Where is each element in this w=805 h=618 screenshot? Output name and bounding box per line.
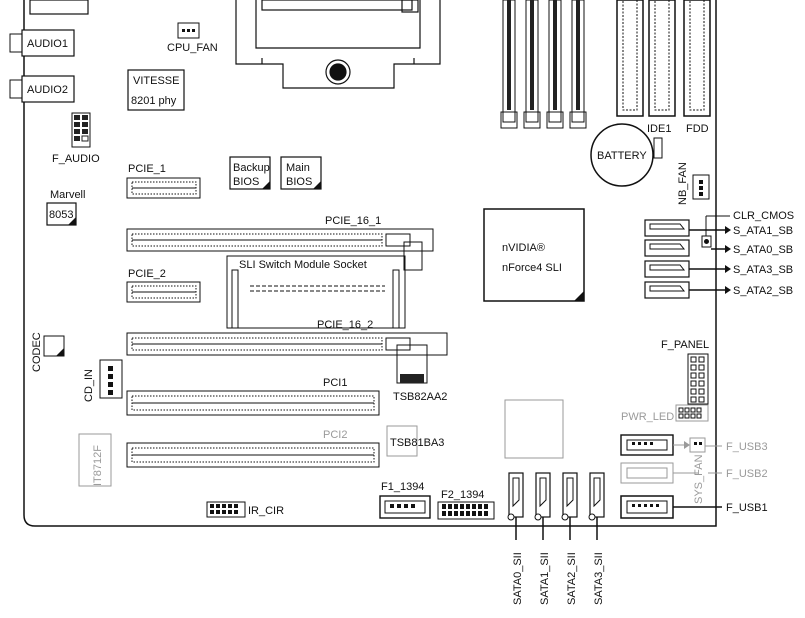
main-bios-line1: Main xyxy=(286,162,310,174)
s-ata0-sb-connector: S_ATA0_SB xyxy=(644,239,793,257)
f-panel-header: F_PANEL xyxy=(661,339,709,405)
pcie-1-slot: PCIE_1 xyxy=(126,163,201,199)
marvell-chip: Marvell 8053 xyxy=(46,189,85,226)
it8712f-label: IT8712F xyxy=(92,445,104,486)
sata0-sii-label: SATA0_SII xyxy=(512,552,524,605)
pcie-2-label: PCIE_2 xyxy=(128,268,166,280)
audio2-label: AUDIO2 xyxy=(27,84,68,96)
codec-label: CODEC xyxy=(31,332,43,372)
ide1-second-connector xyxy=(648,0,676,117)
vitesse-chip: VITESSE 8201 phy xyxy=(127,69,185,111)
nb-fan-label: NB_FAN xyxy=(677,162,689,205)
clr-cmos-label: CLR_CMOS xyxy=(733,210,794,222)
f-usb3-header: F_USB3 xyxy=(620,434,768,456)
sata3-sii-label: SATA3_SII xyxy=(593,552,605,605)
f-usb1-label: F_USB1 xyxy=(726,502,768,514)
main-bios-line2: BIOS xyxy=(286,176,312,188)
fdd-label: FDD xyxy=(686,123,709,135)
pcie-16-1-slot: PCIE_16_1 xyxy=(126,215,434,271)
pcie-16-1-label: PCIE_16_1 xyxy=(325,215,381,227)
s-ata3-sb-label: S_ATA3_SB xyxy=(733,264,793,276)
battery: BATTERY xyxy=(590,123,663,187)
pci2-label: PCI2 xyxy=(323,429,347,441)
backup-bios-line2: BIOS xyxy=(233,176,259,188)
ide1-label: IDE1 xyxy=(647,123,671,135)
cpu-socket xyxy=(235,0,441,89)
cd-in-label: CD_IN xyxy=(83,369,95,402)
sata1-sii-label: SATA1_SII xyxy=(539,552,551,605)
pwr-led-header: PWR_LED xyxy=(621,404,709,423)
backup-bios-chip: Backup BIOS xyxy=(229,156,271,190)
f-usb2-label: F_USB2 xyxy=(726,468,768,480)
pci1-slot: PCI1 xyxy=(126,377,380,416)
sys-fan-label: SYS_FAN xyxy=(693,454,705,504)
f-usb2-header: F_USB2 xyxy=(620,462,768,484)
s-ata1-sb-connector: S_ATA1_SB xyxy=(644,219,793,237)
f-audio-header: F_AUDIO xyxy=(52,112,100,165)
cpu-fan-label: CPU_FAN xyxy=(167,42,218,54)
audio1-label: AUDIO1 xyxy=(27,38,68,50)
sata0-sii-connector: SATA0_SII xyxy=(507,472,524,605)
nb-fan-header: NB_FAN xyxy=(677,162,710,205)
backup-bios-line1: Backup xyxy=(233,162,270,174)
top-left-port xyxy=(29,0,89,15)
codec-chip: CODEC xyxy=(31,332,65,372)
sli-switch-socket: SLI Switch Module Socket xyxy=(226,255,406,329)
f-usb1-header: F_USB1 xyxy=(620,495,768,519)
pcie-16-2-slot: PCIE_16_2 xyxy=(126,319,448,384)
tsb82aa2-label: TSB82AA2 xyxy=(393,391,447,403)
f1-1394-label: F1_1394 xyxy=(381,481,424,493)
sii3114-chip xyxy=(504,399,564,459)
f-usb3-label: F_USB3 xyxy=(726,441,768,453)
f1-1394-header: F1_1394 xyxy=(379,481,431,519)
s-ata2-sb-label: S_ATA2_SB xyxy=(733,285,793,297)
pci2-slot: PCI2 xyxy=(126,429,380,468)
pcie-2-slot: PCIE_2 xyxy=(126,268,201,303)
vitesse-line2: 8201 phy xyxy=(131,95,177,107)
it8712f-chip: IT8712F xyxy=(78,433,112,487)
f-panel-label: F_PANEL xyxy=(661,339,709,351)
audio2-jack: AUDIO2 xyxy=(9,75,75,103)
pci1-label: PCI1 xyxy=(323,377,347,389)
cd-in-header: CD_IN xyxy=(83,359,123,402)
f-audio-label: F_AUDIO xyxy=(52,153,100,165)
battery-label: BATTERY xyxy=(597,150,647,162)
marvell-chip-label: 8053 xyxy=(49,209,73,221)
vitesse-line1: VITESSE xyxy=(133,75,179,87)
sata2-sii-label: SATA2_SII xyxy=(566,552,578,605)
ir-cir-label: IR_CIR xyxy=(248,505,284,517)
sata3-sii-connector: SATA3_SII xyxy=(588,472,605,605)
tsb81ba3-chip: TSB81BA3 xyxy=(386,425,444,457)
clr-cmos-jumper: CLR_CMOS xyxy=(701,210,794,248)
pwr-led-label: PWR_LED xyxy=(621,411,674,423)
fdd-connector: FDD xyxy=(683,0,711,135)
ir-cir-header: IR_CIR xyxy=(206,501,284,518)
main-bios-chip: Main BIOS xyxy=(280,156,322,190)
tsb81ba3-label: TSB81BA3 xyxy=(390,437,444,449)
board-outline xyxy=(23,0,717,527)
nvidia-line2: nForce4 SLI xyxy=(502,262,562,274)
pcie-1-label: PCIE_1 xyxy=(128,163,166,175)
sata2-sii-connector: SATA2_SII xyxy=(561,472,578,605)
sata1-sii-connector: SATA1_SII xyxy=(534,472,551,605)
f2-1394-label: F2_1394 xyxy=(441,489,484,501)
s-ata1-sb-label: S_ATA1_SB xyxy=(733,225,793,237)
s-ata2-sb-connector: S_ATA2_SB xyxy=(644,281,793,299)
f2-1394-header: F2_1394 xyxy=(437,489,495,520)
sli-switch-label: SLI Switch Module Socket xyxy=(239,259,367,271)
dimm-slots xyxy=(500,0,587,129)
pcie-16-2-label: PCIE_16_2 xyxy=(317,319,373,331)
s-ata3-sb-connector: S_ATA3_SB xyxy=(644,260,793,278)
audio1-jack: AUDIO1 xyxy=(9,29,75,57)
cpu-fan-header: CPU_FAN xyxy=(167,22,218,54)
s-ata0-sb-label: S_ATA0_SB xyxy=(733,244,793,256)
marvell-label: Marvell xyxy=(50,189,85,201)
nvidia-line1: nVIDIA® xyxy=(502,242,545,254)
ide1-connector: IDE1 xyxy=(616,0,671,135)
nvidia-chipset: nVIDIA® nForce4 SLI xyxy=(483,208,585,302)
